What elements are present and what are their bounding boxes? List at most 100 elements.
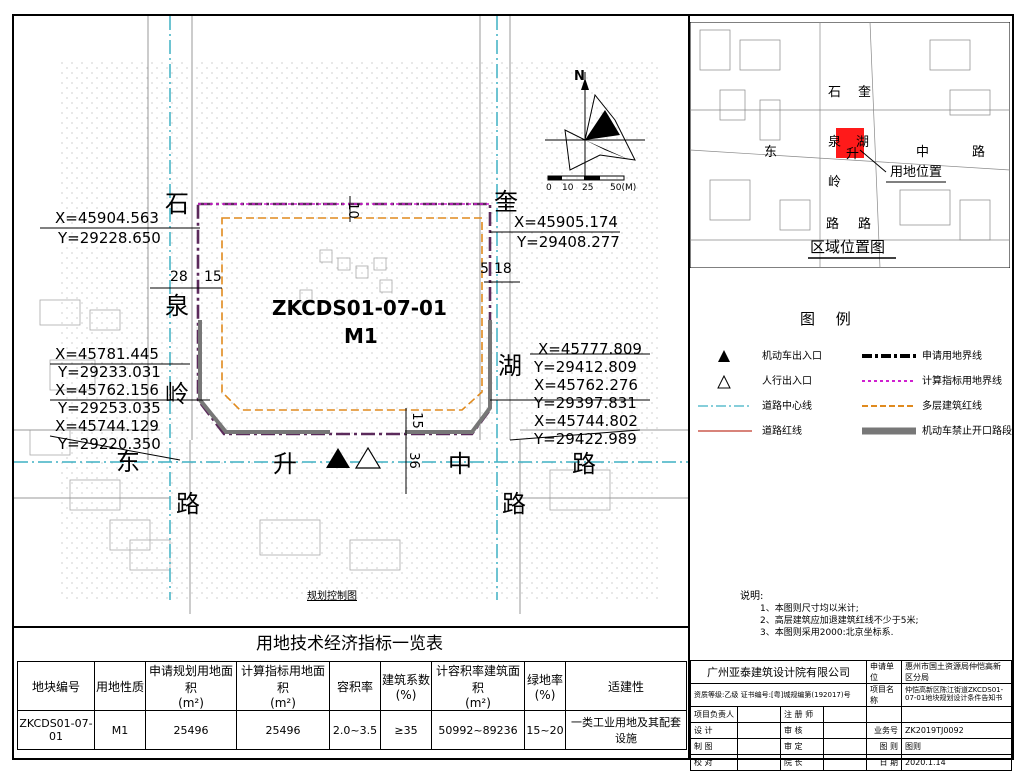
loc-road-char: 石: [828, 85, 842, 100]
th: 适建性: [565, 661, 687, 711]
legend-label: 机动车禁止开口路段: [922, 426, 1012, 437]
project-name: 仲恺高新区陈江街道ZKCDS01-07-01地块规划设计条件告知书: [901, 683, 1012, 707]
th: 计算指标用地面积(m²): [236, 661, 330, 711]
td: 25496: [236, 710, 330, 750]
vehicle-entrance-icon: [326, 448, 350, 468]
dim-top: 10: [344, 202, 360, 219]
coord-sw2-x: X=45762.156: [55, 381, 159, 399]
road-char: 路: [572, 450, 596, 478]
coord-ne-x: X=45905.174: [514, 213, 618, 231]
parcel-label: ZKCDS01-07-01: [272, 296, 447, 320]
parcel-use: M1: [344, 324, 378, 348]
road-char: 路: [502, 490, 526, 518]
td: ZKCDS01-07-01: [17, 710, 95, 750]
road-char: 奎: [494, 188, 518, 216]
site-location-marker: [836, 128, 864, 158]
td: 50992~89236: [431, 710, 525, 750]
north-arrow-icon: [545, 72, 645, 180]
coord-ne-y: Y=29408.277: [517, 233, 620, 251]
road-char: 泉: [165, 292, 189, 320]
role-label: 校 对: [690, 754, 738, 771]
dim-left-inner: 15: [204, 269, 222, 285]
loc-road-char: 奎: [858, 85, 872, 100]
no-access-sections: [198, 320, 492, 434]
legend-label: 道路红线: [762, 426, 802, 437]
coord-se3-y: Y=29422.989: [534, 430, 637, 448]
note-line: 2、高层建筑应加退建筑红线不少于5米;: [760, 616, 919, 626]
td: 2.0~3.5: [329, 710, 381, 750]
road-char: 湖: [498, 352, 522, 380]
coord-sw1-y: Y=29233.031: [58, 363, 161, 381]
road-centerlines: [14, 16, 688, 600]
th: 计容积率建筑面积(m²): [431, 661, 525, 711]
qualification: 资质等级:乙级 证书编号:[粤]城规编第(192017)号: [690, 683, 867, 707]
th: 绿地率(%): [524, 661, 566, 711]
notes-title: 说明:: [740, 591, 764, 602]
coord-sw3-x: X=45744.129: [55, 417, 159, 435]
role-label: 设 计: [690, 722, 738, 739]
role-label: 审 核: [780, 722, 824, 739]
table-title: 用地技术经济指标一览表: [256, 634, 443, 654]
road-char: 东: [116, 448, 140, 476]
date-label: 日 期: [866, 754, 902, 771]
role-label: 项目负责人: [690, 706, 738, 723]
loc-road-char: 岭: [828, 175, 842, 190]
loc-road-char: 东: [764, 145, 778, 160]
location-map-title: 区域位置图: [810, 238, 886, 256]
scale-tick: 0: [546, 183, 552, 193]
legend-label: 机动车出入口: [762, 351, 822, 362]
road-char: 升: [273, 450, 297, 478]
dim-right-outer: 18: [494, 261, 512, 277]
coord-sw1-x: X=45781.445: [55, 345, 159, 363]
coord-se1-y: Y=29412.809: [534, 358, 637, 376]
loc-road-char: 升: [846, 147, 860, 162]
td: 25496: [145, 710, 237, 750]
dim-left-outer: 28: [170, 269, 188, 285]
legend-title: 图 例: [800, 310, 859, 328]
legend-vehicle-icon: [718, 350, 730, 362]
legend-pedestrian-icon: [717, 374, 731, 389]
road-char: 岭: [165, 380, 189, 408]
plan-map: [14, 16, 688, 614]
road-char: 中: [448, 450, 472, 478]
scale-tick: 25: [582, 183, 594, 193]
coord-se2-x: X=45762.276: [534, 376, 638, 394]
title-block: 广州亚泰建筑设计院有限公司 申请单位 惠州市国土资源局仲恺高新区分局 资质等级:…: [690, 660, 1012, 771]
pedestrian-entrance-icon: [354, 446, 382, 469]
coord-sw2-y: Y=29253.035: [58, 399, 161, 417]
sheet-value: 图则: [901, 738, 1012, 755]
indicator-table: 地块编号 用地性质 申请规划用地面积(m²) 计算指标用地面积(m²) 容积率 …: [17, 661, 687, 750]
drawing-frame: [12, 14, 1014, 760]
sheet-label: 图 则: [866, 738, 902, 755]
loc-road-char: 路: [858, 217, 872, 232]
scale-tick: 50(M): [610, 183, 637, 193]
coord-se1-x: X=45777.809: [538, 340, 642, 358]
site-label: 用地位置: [890, 165, 943, 180]
loc-road-char: 中: [916, 145, 930, 160]
td: 一类工业用地及其配套设施: [565, 710, 687, 750]
legend-label: 人行出入口: [762, 376, 812, 387]
building-line: [221, 217, 483, 411]
note-line: 1、本图则尺寸均以米计;: [760, 604, 859, 614]
coord-sw3-y: Y=29220.350: [58, 435, 161, 453]
coord-se2-y: Y=29397.831: [534, 394, 637, 412]
north-label: N: [574, 69, 585, 84]
dim-bottom-outer: 36: [405, 452, 421, 469]
coord-nw-x: X=45904.563: [55, 209, 159, 227]
role-label: 审 定: [780, 738, 824, 755]
scale-bar: [547, 175, 625, 181]
legend-label: 多层建筑红线: [922, 401, 982, 412]
dim-bottom-inner: 15: [408, 412, 424, 429]
td: 15~20: [524, 710, 566, 750]
th: 容积率: [329, 661, 381, 711]
coord-se3-x: X=45744.802: [534, 412, 638, 430]
job-number: ZK2019TJ0092: [901, 722, 1012, 739]
location-map: [690, 22, 1010, 268]
th: 建筑系数(%): [380, 661, 432, 711]
role-label: 注 册 师: [780, 706, 824, 723]
legend-symbols: [698, 350, 916, 435]
job-label: 业务号: [866, 722, 902, 739]
road-char: 路: [176, 490, 200, 518]
project-label: 项目名称: [866, 683, 902, 707]
road-char: 石: [165, 190, 189, 218]
